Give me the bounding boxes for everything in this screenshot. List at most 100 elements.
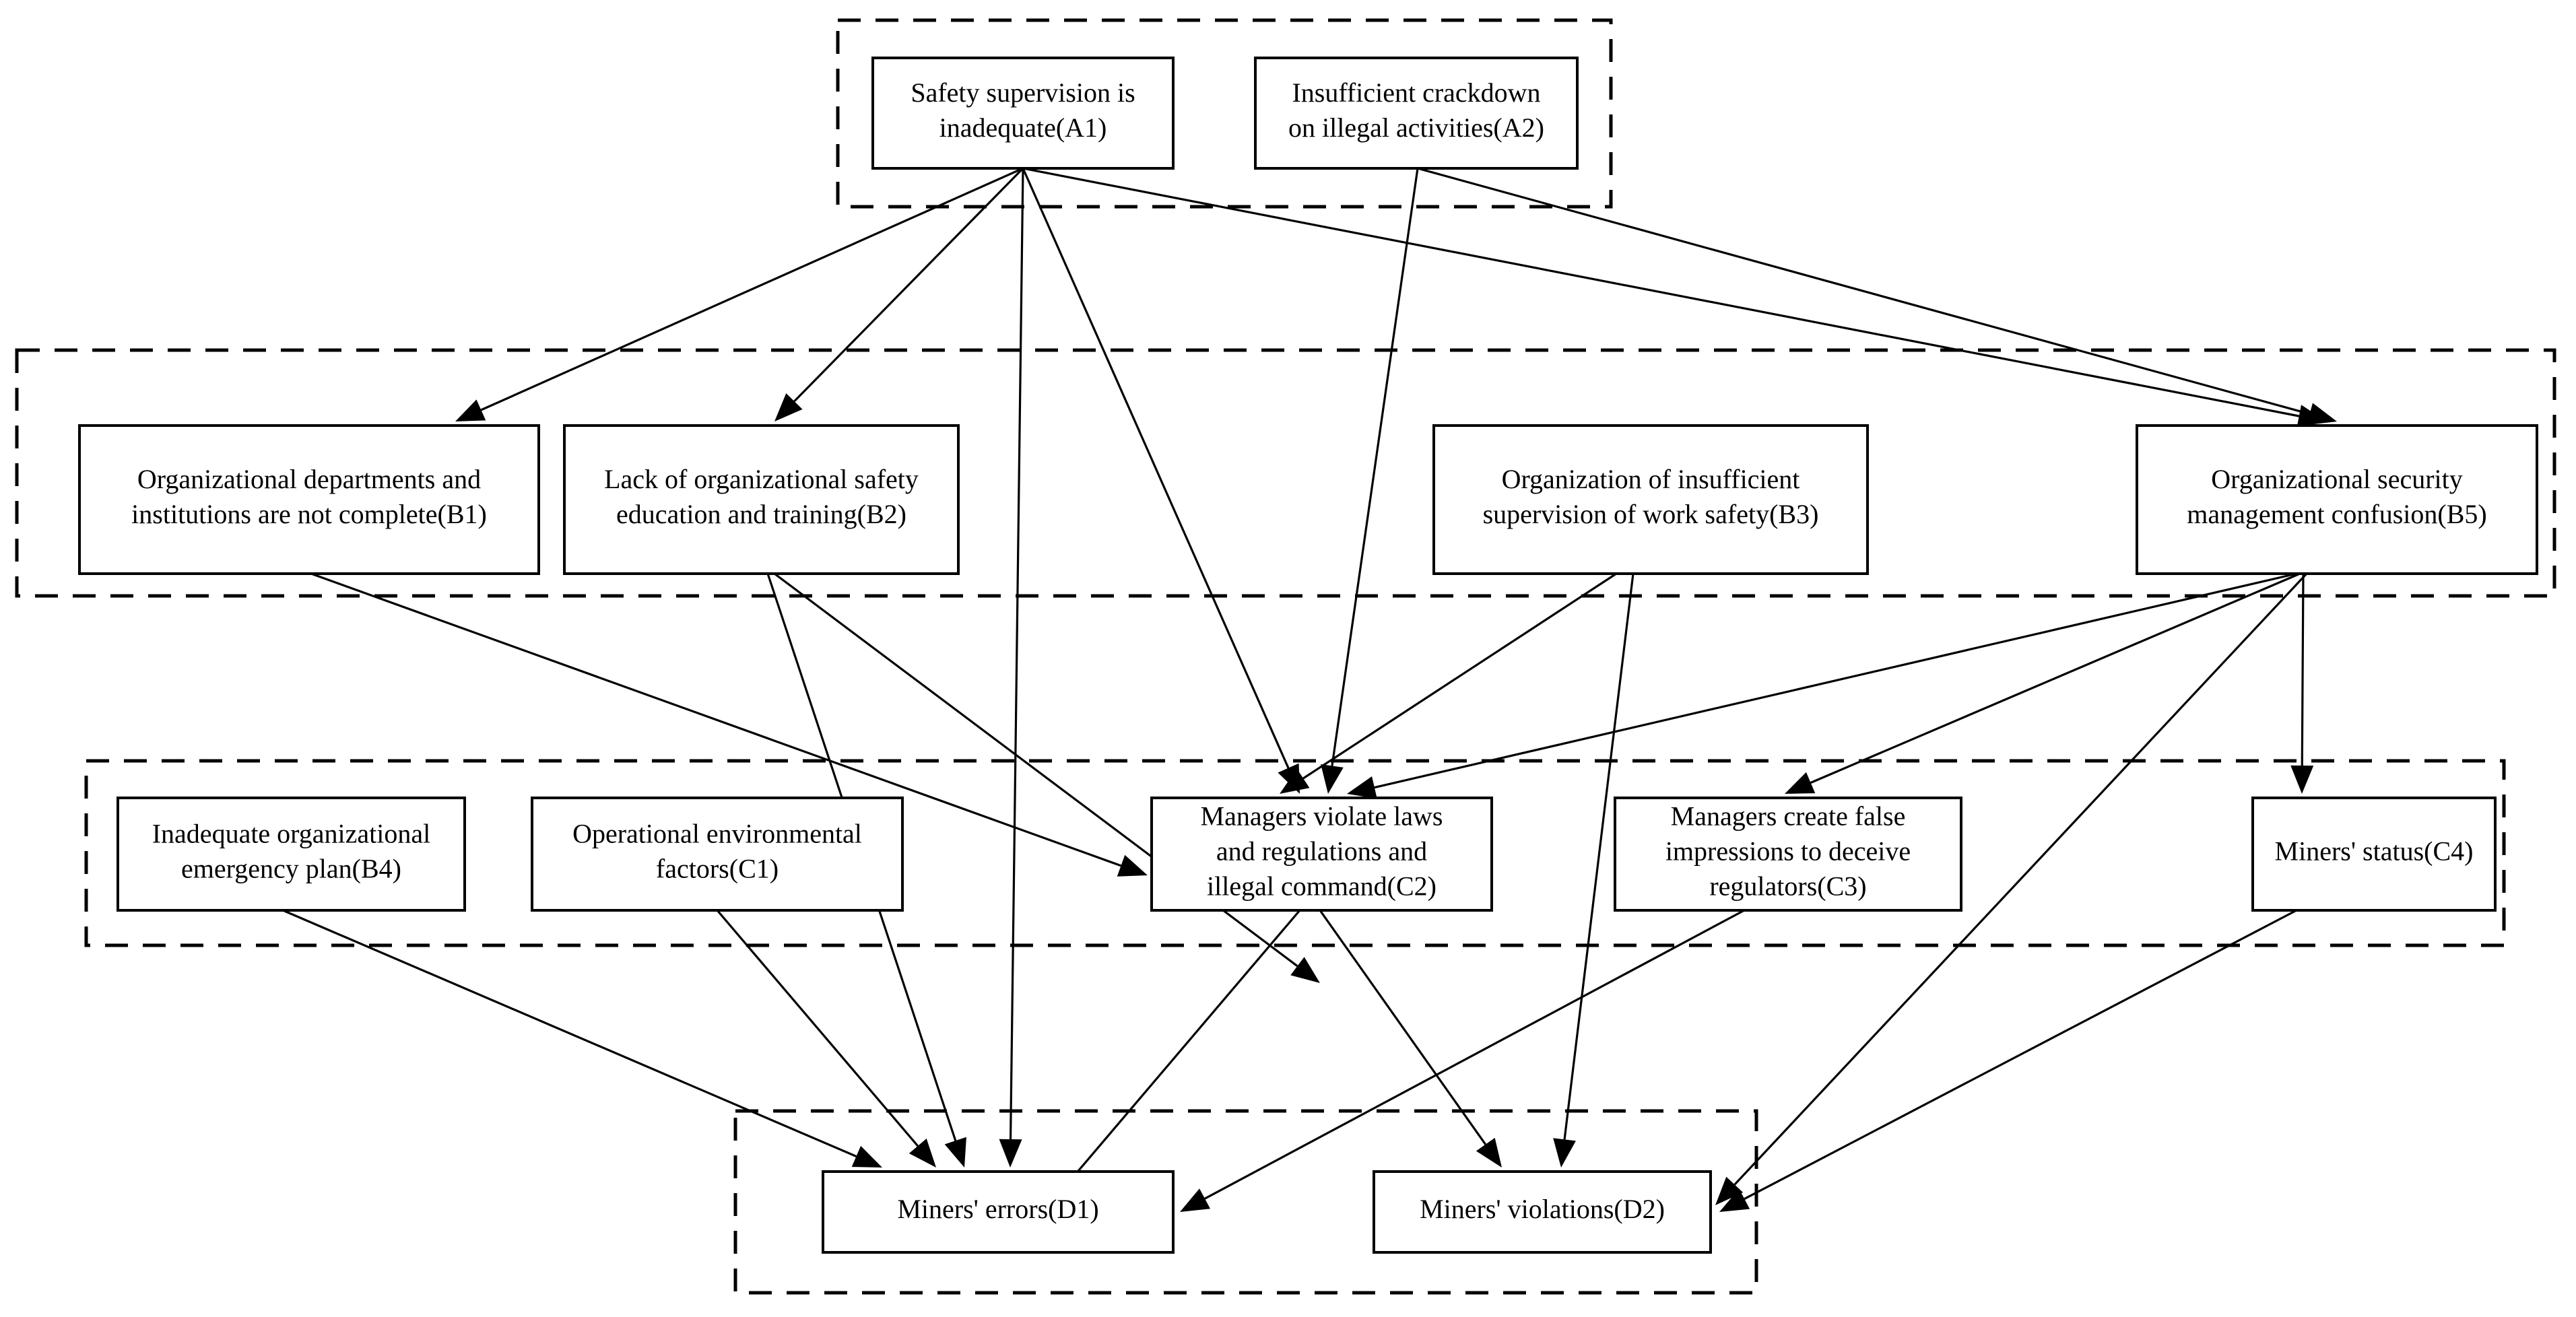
node-label: Miners' status(C4) [2275,836,2474,867]
edge-line [310,572,1122,867]
arrowhead-icon [851,1145,882,1168]
edge-b4-to-d1 [282,909,882,1168]
arrowhead-icon [2306,403,2337,426]
edge-b2-to-c2 [774,572,1320,983]
edge-line [1009,168,1024,1140]
arrowhead-icon [1553,1138,1576,1168]
node-rect[interactable] [117,797,466,912]
node-rect[interactable] [1150,797,1493,912]
edge-line [1810,572,2301,784]
edge-a1-to-c2 [1022,168,1300,794]
edge-c1-to-d1 [716,909,936,1168]
edge-line [282,909,857,1157]
edge-a1-to-b5 [1022,167,2327,428]
edge-b5-to-c4 [2290,573,2314,794]
edge-a1-to-b1 [455,167,1024,421]
node-rect[interactable] [2251,797,2497,912]
node-rect[interactable] [531,797,904,912]
arrowhead-icon [1476,1137,1502,1168]
arrowhead-icon [999,1139,1022,1168]
edge-line [1374,572,2297,789]
node-label: Miners' violations(D2) [1420,1194,1665,1224]
node-c4[interactable]: Miners' status(C4) [2251,797,2497,912]
arrowhead-icon [909,1138,936,1168]
node-d1[interactable]: Miners' errors(D1) [822,1170,1175,1254]
arrowhead-icon [1117,854,1148,877]
level-a-group [836,18,1613,209]
edge-b5-to-d2 [1715,572,2308,1205]
edge-b5-to-c2 [1347,572,2297,799]
arrowhead-icon [1321,764,1344,794]
edge-line [1331,168,1419,766]
node-rect[interactable] [1614,797,1962,912]
level-d-group [733,1109,1758,1295]
edge-c2-to-d2 [1319,910,1502,1168]
edge-b3-to-c2 [1280,572,1617,794]
edges-layer [282,167,2337,1215]
arrowhead-icon [1280,768,1310,794]
level-c-group [84,759,2506,947]
group-boundaries-layer [15,18,2556,1295]
edge-c4-to-d2 [1719,909,2297,1212]
edge-line [1319,910,1487,1145]
edge-b5-to-c3 [1785,572,2301,794]
edge-line [1563,573,1634,1140]
arrowhead-icon [944,1137,966,1168]
node-rect[interactable] [1254,57,1579,170]
node-rect[interactable] [1432,424,1869,575]
edge-line [1417,167,2310,415]
node-rect[interactable] [2136,424,2538,575]
edge-a2-to-c2 [1321,168,1419,794]
edge-line [1204,909,1745,1200]
arrowhead-icon [1785,772,1816,794]
edge-line [793,167,1024,403]
level-b-group [15,348,2556,598]
edge-b3-to-d2 [1553,573,1634,1168]
edge-b1-to-c2 [310,572,1148,877]
node-rect[interactable] [1373,1170,1712,1254]
arrowhead-icon [1290,957,1320,983]
arrowhead-icon [1180,1188,1211,1212]
edge-line [1744,909,2297,1200]
arrowhead-icon [2290,765,2314,794]
arrowhead-icon [1719,1188,1750,1212]
edge-line [480,167,1024,411]
node-rect[interactable] [78,424,540,575]
arrowhead-icon [455,399,486,421]
edge-line [1057,909,1301,1195]
node-d2[interactable]: Miners' violations(D2) [1373,1170,1712,1254]
arrowhead-icon [774,393,803,421]
edge-line [1022,168,1290,769]
node-rect[interactable] [871,57,1175,170]
node-rect[interactable] [822,1170,1175,1254]
edge-line [716,909,919,1147]
edge-line [1733,572,2308,1186]
node-rect[interactable] [563,424,960,575]
edge-c3-to-d1 [1180,909,1745,1212]
edge-a1-to-b2 [774,167,1024,421]
edge-line [1022,167,2300,417]
edge-line [1302,572,1617,780]
